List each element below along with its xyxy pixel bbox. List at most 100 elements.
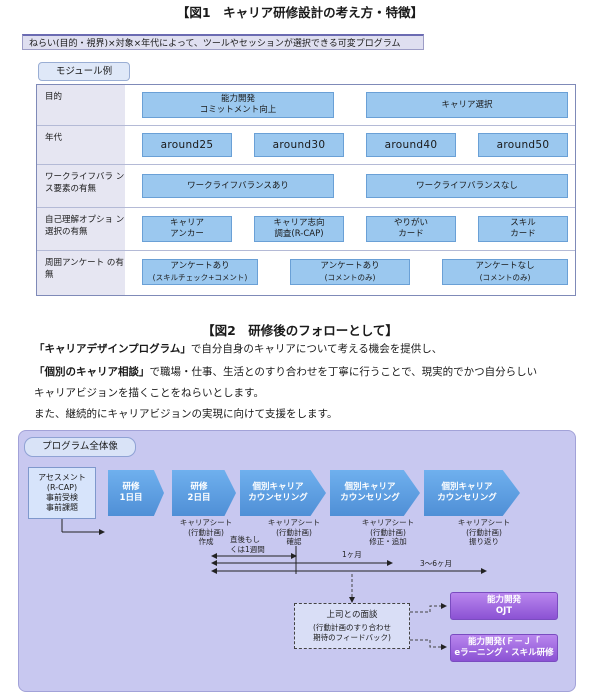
module-example-label: モジュール例 xyxy=(38,62,130,81)
note-sheet-create: キャリアシート (行動計画) 作成 xyxy=(168,518,244,547)
ojt-text: OJT xyxy=(495,606,513,616)
cell-text: around25 xyxy=(160,138,214,151)
offjt-box: 能力開発(Ｆ－Ｊ「 eラーニング・スキル研修 xyxy=(450,634,558,662)
cell-text: キャリア xyxy=(169,218,204,228)
step-text: 事前課題 xyxy=(46,503,78,512)
cell-subtext: (コメントのみ) xyxy=(479,273,531,282)
cell-text: キャリア志向 xyxy=(273,218,325,228)
stage-text: カウンセリング xyxy=(248,493,308,503)
ojt-arrow xyxy=(410,603,447,613)
stage-counseling-2: 個別キャリア カウンセリング xyxy=(330,470,420,516)
note-sheet-review: キャリアシート (行動計画) 振り返り xyxy=(444,518,524,547)
note-text: (行動計画) xyxy=(466,527,502,537)
aim-banner: ねらい(目的・視界)×対象×年代によって、ツールやセッションが選択できる可変プロ… xyxy=(22,34,424,50)
cell-career-anchor: キャリア アンカー xyxy=(142,216,232,242)
meeting-title: 上司との面談 xyxy=(326,609,378,620)
cell-text: around40 xyxy=(384,138,438,151)
cell-text: 能力開発 xyxy=(220,94,255,104)
ojt-text: 能力開発 xyxy=(486,595,521,605)
step-text: アセスメント xyxy=(38,473,86,482)
cell-wlb-no: ワークライフバランスなし xyxy=(366,174,568,198)
cell-r-cap: キャリア志向 調査(R-CAP) xyxy=(254,216,344,242)
row-divider xyxy=(37,207,575,208)
stage-text: 研修 xyxy=(122,482,140,492)
meeting-text: (行動計画のすり合わせ xyxy=(313,622,391,632)
cell-ability-development: 能力開発 コミットメント向上 xyxy=(142,92,334,118)
note-text: (行動計画) xyxy=(276,527,312,537)
row-divider xyxy=(37,250,575,251)
row-label-purpose: 目的 xyxy=(37,85,125,125)
cell-text: アンケートあり xyxy=(320,261,380,271)
timing-immediately: 直後もし くは1週間 xyxy=(230,535,265,554)
paragraph-line: 「キャリアデザインプログラム」で自分自身のキャリアについて考える機会を提供し、 xyxy=(34,341,442,356)
cell-survey-comment: アンケートあり (コメントのみ) xyxy=(290,259,410,285)
row-label-work-life-balance: ワークライフバラ ンス要素の有無 xyxy=(37,165,125,207)
figure2-title: 【図2 研修後のフォローとして】 xyxy=(202,323,398,338)
cell-text: ワークライフバランスあり xyxy=(187,180,289,191)
cell-text: アンケートなし xyxy=(475,261,535,271)
body-text: で職場・仕事、生活とのすり合わせを丁寧に行うことで、現実的でかつ自分らしい xyxy=(149,366,538,378)
stage-counseling-3: 個別キャリア カウンセリング xyxy=(424,470,520,516)
emphasis-text: 「キャリアデザインプログラム」 xyxy=(34,343,191,355)
note-sheet-confirm: キャリアシート (行動計画) 確認 xyxy=(256,518,332,547)
note-text: 確認 xyxy=(286,537,302,546)
row-label-self-understanding: 自己理解オプショ ン選択の有無 xyxy=(37,208,125,250)
cell-text: カード xyxy=(510,229,536,239)
cell-around25: around25 xyxy=(142,133,232,157)
ojt-box: 能力開発 OJT xyxy=(450,592,558,620)
stage-training-day1: 研修 1日目 xyxy=(108,470,164,516)
step-text: 事前受検 xyxy=(46,493,78,502)
note-text: キャリアシート xyxy=(179,518,233,527)
cell-subtext: (スキルチェック+コメント) xyxy=(152,273,248,282)
cell-yarigai-card: やりがい カード xyxy=(366,216,456,242)
body-text: で自分自身のキャリアについて考える機会を提供し、 xyxy=(190,343,443,355)
timing-text: 直後もし xyxy=(230,535,260,544)
cell-around40: around40 xyxy=(366,133,456,157)
note-sheet-revise: キャリアシート (行動計画) 修正・追加 xyxy=(348,518,428,547)
paragraph-line: 「個別のキャリア相談」で職場・仕事、生活とのすり合わせを丁寧に行うことで、現実的… xyxy=(34,364,537,379)
row-divider xyxy=(37,164,575,165)
supervisor-meeting-box: 上司との面談 (行動計画のすり合わせ 期待のフィードバック) xyxy=(294,603,410,649)
cell-subtext: (コメントのみ) xyxy=(324,273,376,282)
note-text: (行動計画) xyxy=(370,527,406,537)
paragraph-line: キャリアビジョンを描くことをねらいとします。 xyxy=(34,387,264,399)
row-label-survey: 周囲アンケート の有無 xyxy=(37,251,125,295)
program-overview-label: プログラム全体像 xyxy=(24,437,136,457)
cell-text: スキル xyxy=(510,218,536,228)
note-text: キャリアシート xyxy=(267,518,321,527)
cell-text: アンカー xyxy=(170,229,204,239)
stage-counseling-1: 個別キャリア カウンセリング xyxy=(240,470,326,516)
stage-text: 個別キャリア xyxy=(441,482,493,492)
offjt-arrow xyxy=(410,639,447,650)
cell-wlb-yes: ワークライフバランスあり xyxy=(142,174,334,198)
cell-text: カード xyxy=(398,229,424,239)
meeting-text: 期待のフィードバック) xyxy=(313,632,391,642)
note-text: (行動計画) xyxy=(188,527,224,537)
cell-text: キャリア選択 xyxy=(441,99,493,110)
timing-one-month: 1ヶ月 xyxy=(342,550,362,559)
timing-text: くは1週間 xyxy=(230,544,265,554)
cell-career-choice: キャリア選択 xyxy=(366,92,568,118)
offjt-text: eラーニング・スキル研修 xyxy=(454,648,554,658)
cell-text: コミットメント向上 xyxy=(199,105,277,115)
stage-text: 1日目 xyxy=(119,493,143,503)
row-divider xyxy=(37,125,575,126)
paragraph-line: また、継続的にキャリアビジョンの実現に向けて支援をします。 xyxy=(34,408,338,420)
stage-training-day2: 研修 2日目 xyxy=(172,470,236,516)
cell-text: around30 xyxy=(272,138,326,151)
offjt-text: 能力開発(Ｆ－Ｊ「 xyxy=(468,637,540,647)
cell-around30: around30 xyxy=(254,133,344,157)
step-text: (R-CAP) xyxy=(46,483,78,492)
stage-text: 個別キャリア xyxy=(252,482,304,492)
cell-text: アンケートあり xyxy=(170,261,230,271)
cell-text: around50 xyxy=(496,138,550,151)
figure1-title: 【図1 キャリア研修設計の考え方・特徴】 xyxy=(176,5,424,20)
cell-survey-none: アンケートなし (コメントのみ) xyxy=(442,259,568,285)
stage-text: 研修 xyxy=(190,482,208,492)
row-label-age: 年代 xyxy=(37,126,125,164)
stage-text: カウンセリング xyxy=(340,493,400,503)
note-text: 修正・追加 xyxy=(369,537,407,546)
cell-text: 調査(R-CAP) xyxy=(274,229,324,239)
cell-skill-card: スキル カード xyxy=(478,216,568,242)
